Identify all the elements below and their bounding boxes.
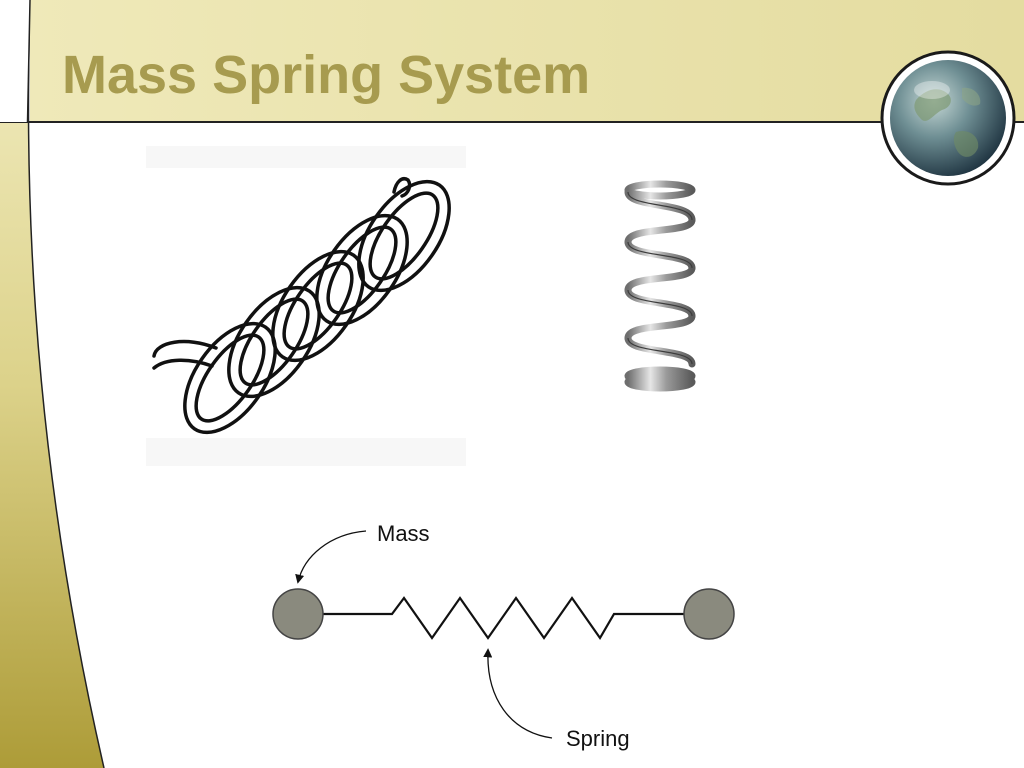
header-band bbox=[30, 0, 1024, 122]
drawn-spring-image bbox=[146, 146, 466, 466]
mass-left bbox=[272, 588, 324, 640]
mass-arrow bbox=[295, 530, 367, 584]
metal-spring-image bbox=[624, 180, 696, 392]
mass-spring-diagram bbox=[272, 530, 735, 739]
left-decor-band bbox=[0, 0, 104, 768]
spring-label: Spring bbox=[566, 726, 630, 751]
slide-title: Mass Spring System bbox=[62, 45, 591, 105]
spring-zigzag bbox=[322, 596, 684, 641]
globe-icon bbox=[880, 50, 1016, 186]
mass-right bbox=[683, 588, 735, 640]
spring-arrow bbox=[483, 648, 553, 739]
mass-label: Mass bbox=[377, 521, 430, 546]
